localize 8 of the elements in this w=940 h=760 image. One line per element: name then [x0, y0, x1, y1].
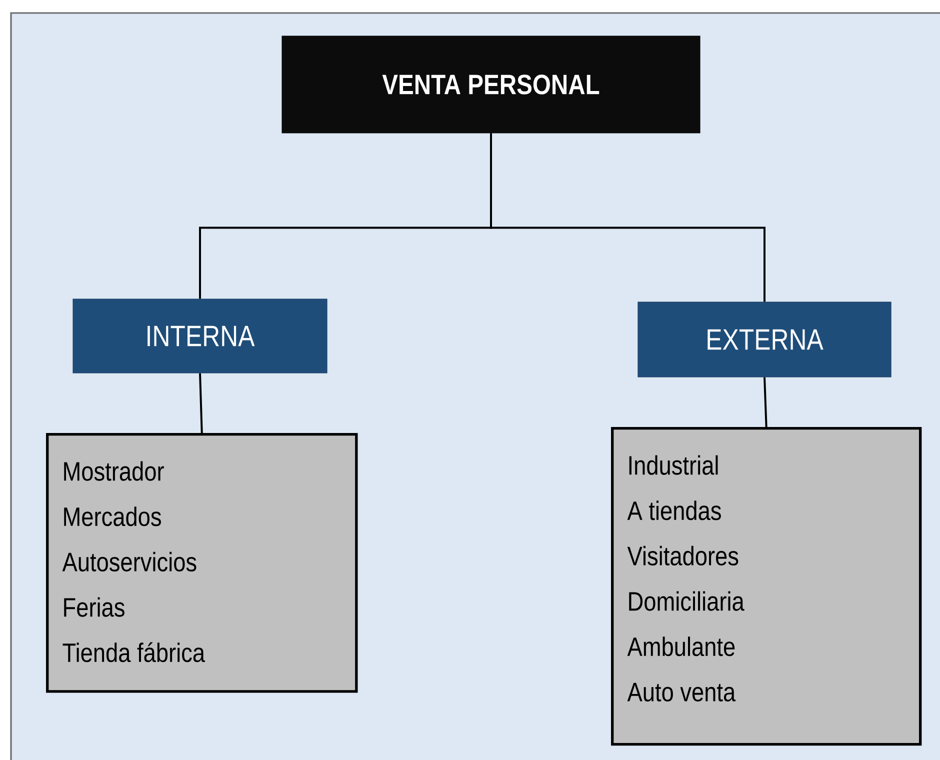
list-box: Industrial A tiendas Visitadores Domiciliaria Ambulante Auto venta [611, 427, 922, 746]
category-box: EXTERNA [638, 302, 892, 378]
connector-line [199, 373, 203, 434]
connector-line [764, 377, 768, 428]
list-box: Mostrador Mercados Autoservicios Ferias Tienda fábrica [46, 433, 358, 693]
connector-line [490, 133, 766, 302]
title-box: VENTA PERSONAL [282, 36, 700, 134]
category-box: INTERNA [72, 298, 328, 374]
